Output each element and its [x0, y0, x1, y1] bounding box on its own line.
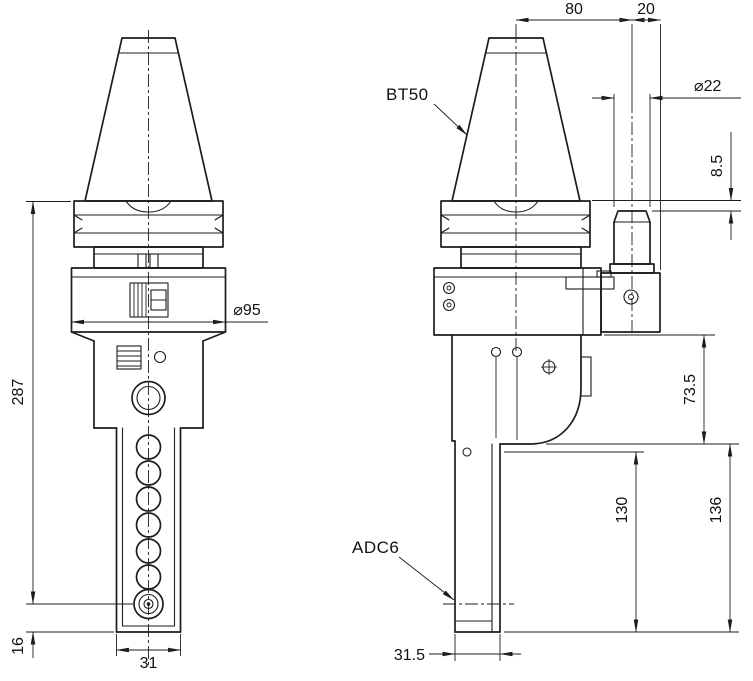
label-taper-text: BT50 [386, 85, 429, 104]
dim-spindle-offset: 80 [515, 1, 633, 100]
side-collar [460, 246, 582, 269]
dim-head-height-text: 73.5 [682, 374, 699, 405]
front-screw [153, 350, 167, 364]
dim-overhang-text: 20 [637, 1, 655, 18]
front-label-plate [116, 345, 142, 370]
label-tool-interface: ADC6 [352, 538, 455, 601]
dim-output-diameter: ⌀22 [592, 78, 741, 207]
dim-arm-depth: 31.5 [394, 634, 521, 664]
dim-arm-length: 130 [504, 451, 644, 633]
front-body [70, 267, 227, 333]
dim-arm-width: 31 [115, 634, 182, 672]
dim-overall-height-text: 287 [10, 379, 27, 406]
housing-screw-top [442, 281, 456, 295]
front-block [70, 331, 227, 429]
housing-screw-bottom [442, 298, 456, 312]
dim-arm-depth-text: 31.5 [394, 647, 425, 664]
side-head-block [451, 334, 592, 445]
dim-step-height: 8.5 [592, 132, 741, 240]
tool-interface-leader-arrow [398, 556, 455, 601]
dim-flange-diameter-text: ⌀95 [233, 302, 261, 319]
dim-bottom-hole-offset-text: 16 [10, 637, 27, 655]
dim-overall-height: 287 [10, 200, 133, 605]
side-housing [433, 267, 602, 336]
dim-total-drop: 136 [504, 443, 739, 633]
dim-total-drop-text: 136 [708, 497, 725, 524]
side-flange [440, 200, 591, 248]
side-view: BT50 ADC6 80 20 ⌀22 [352, 1, 741, 664]
side-output-spigot [609, 210, 655, 274]
dim-arm-width-text: 31 [140, 655, 158, 672]
dim-bottom-hole-offset: 16 [10, 631, 114, 658]
front-bore [131, 380, 166, 416]
dim-head-height: 73.5 [546, 334, 739, 445]
dim-overhang: 20 [631, 1, 662, 270]
label-taper: BT50 [386, 85, 468, 136]
taper-leader-arrow [433, 103, 468, 136]
front-view: ⌀95 [10, 30, 268, 672]
dim-spindle-offset-text: 80 [565, 1, 583, 18]
front-arm [115, 427, 182, 633]
side-gear-block [565, 270, 661, 333]
side-arm [454, 440, 501, 633]
dim-output-diameter-text: ⌀22 [694, 78, 722, 95]
label-tool-interface-text: ADC6 [352, 538, 399, 557]
dim-flange-diameter: ⌀95 [70, 302, 268, 325]
dim-step-height-text: 8.5 [709, 155, 726, 177]
gear-block-screw [623, 289, 639, 305]
front-bottom-spindle [133, 588, 164, 620]
dim-arm-length-text: 130 [614, 497, 631, 524]
